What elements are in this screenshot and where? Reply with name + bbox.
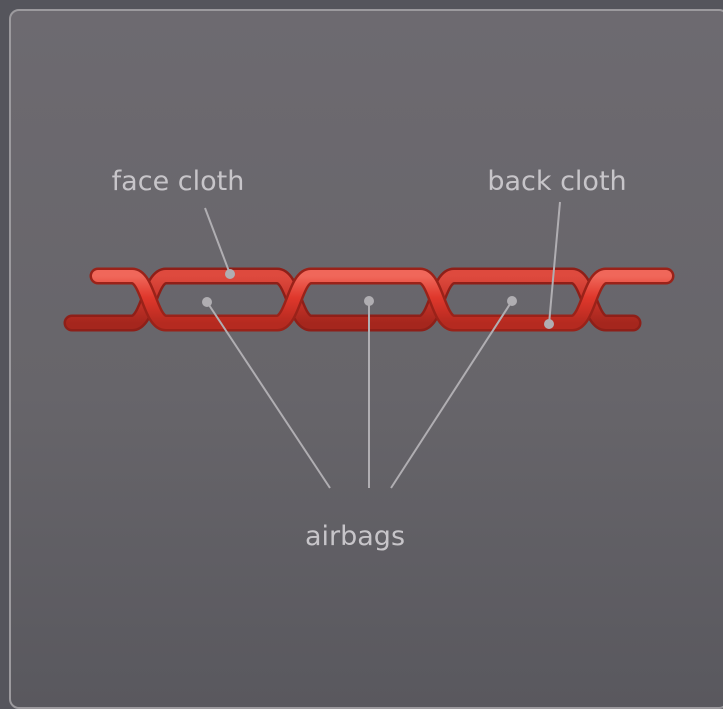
back-cloth-label: back cloth <box>487 166 626 197</box>
face-cloth-leader <box>205 208 230 274</box>
back-cloth-leader <box>549 202 560 324</box>
back-cloth-dot <box>544 319 554 329</box>
leader-lines <box>205 202 560 488</box>
airbag-dot-1 <box>202 297 212 307</box>
airbag-dot-3 <box>507 296 517 306</box>
face-cloth-label: face cloth <box>112 166 245 197</box>
fabric-diagram: face cloth back cloth airbags <box>0 0 723 692</box>
airbags-label: airbags <box>305 521 405 552</box>
airbag-dot-2 <box>364 296 374 306</box>
face-cloth-dot <box>225 269 235 279</box>
